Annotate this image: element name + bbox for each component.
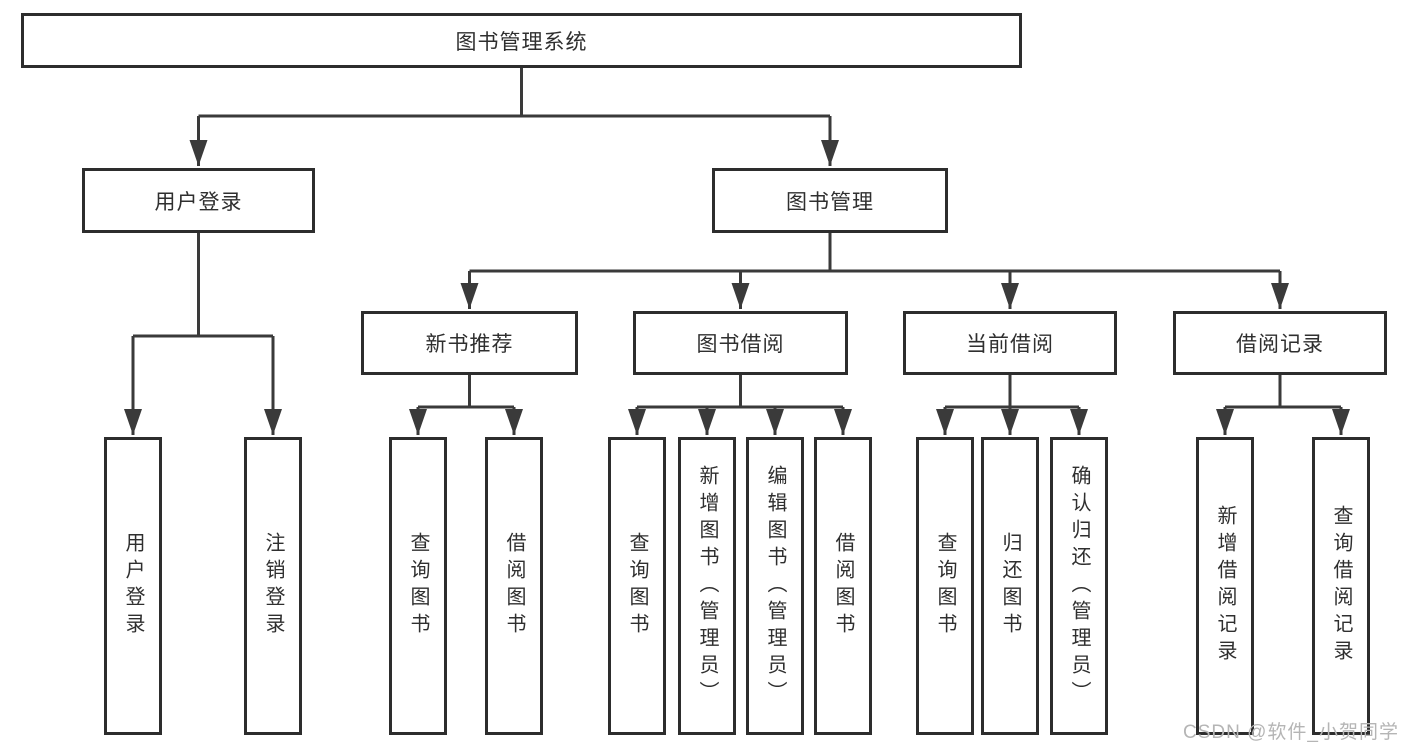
watermark-text: CSDN @软件_小贺同学 <box>1183 722 1399 743</box>
leaf-edit-book-admin: 编辑图书（管理员） <box>746 437 804 735</box>
leaf-query-borrow-record: 查询借阅记录 <box>1312 437 1370 735</box>
leaf-return-books: 归还图书 <box>981 437 1039 735</box>
leaf-query-books-3: 查询图书 <box>916 437 974 735</box>
leaf-logout: 注销登录 <box>244 437 302 735</box>
leaf-query-books-2: 查询图书 <box>608 437 666 735</box>
leaf-user-login: 用户登录 <box>104 437 162 735</box>
leaf-borrow-books-1: 借阅图书 <box>485 437 543 735</box>
node-book-management: 图书管理 <box>712 168 948 233</box>
leaf-add-book-admin: 新增图书（管理员） <box>678 437 736 735</box>
node-root: 图书管理系统 <box>21 13 1022 68</box>
node-book-borrow: 图书借阅 <box>633 311 848 375</box>
leaf-confirm-return-admin: 确认归还（管理员） <box>1050 437 1108 735</box>
leaf-borrow-books-2: 借阅图书 <box>814 437 872 735</box>
node-borrow-records: 借阅记录 <box>1173 311 1387 375</box>
leaf-add-borrow-record: 新增借阅记录 <box>1196 437 1254 735</box>
leaf-query-books-1: 查询图书 <box>389 437 447 735</box>
node-user-login: 用户登录 <box>82 168 315 233</box>
node-current-borrow: 当前借阅 <box>903 311 1117 375</box>
node-new-book-recommend: 新书推荐 <box>361 311 578 375</box>
